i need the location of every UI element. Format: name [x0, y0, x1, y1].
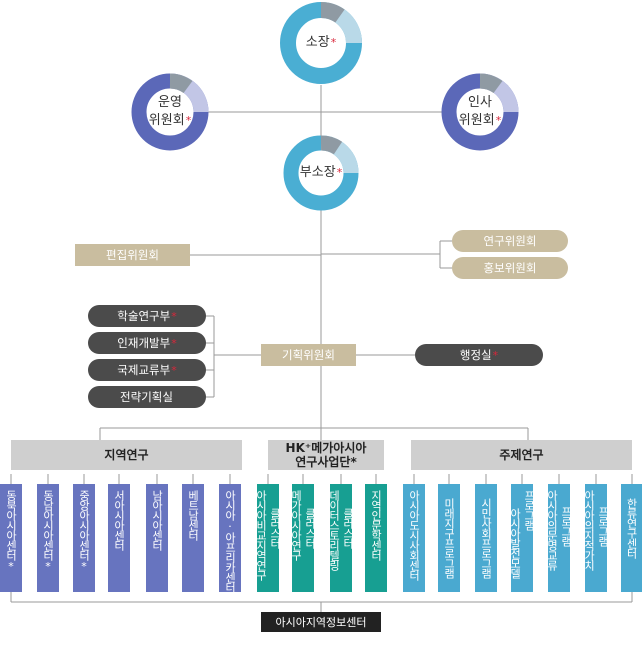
admin-office-label: 행정실: [459, 348, 492, 362]
vice-director-label: 부소장: [299, 165, 336, 180]
planning-committee-label: 기획위원회: [282, 348, 335, 362]
director-ring-chart: [280, 1, 362, 84]
hk-mega-asia-line2: 연구사업단*: [295, 455, 357, 469]
operating-committee-star: *: [185, 114, 192, 127]
pr-committee-box[interactable]: 홍보위원회: [452, 257, 568, 279]
director-star: *: [330, 36, 337, 49]
dept-international-exchange-label: 국제교류부: [117, 363, 171, 377]
dept-strategic-planning[interactable]: 전략기획실: [88, 386, 206, 408]
editorial-committee-label: 편집위원회: [106, 248, 159, 262]
dept-international-exchange[interactable]: 국제교류부*: [88, 359, 206, 381]
regional-center-south-asia[interactable]: 남아시아센터: [146, 484, 168, 592]
asia-regional-info-center-label: 아시아지역정보센터: [275, 616, 367, 629]
operating-committee-node[interactable]: 운영 위원회*: [140, 84, 200, 140]
vice-director-node[interactable]: 부소장*: [291, 145, 351, 201]
thematic-future-earth[interactable]: 미래지구프로그램: [438, 484, 460, 592]
regional-research-label: 지역연구: [104, 448, 149, 462]
dept-talent-development[interactable]: 인재개발부*: [88, 332, 206, 354]
thematic-hallyu-research[interactable]: 한류연구센터: [621, 484, 642, 592]
regional-center-asia-africa[interactable]: 아시아·아프리카센터: [219, 484, 241, 592]
hk-mega-asia-line1: HK⁺메가아시아: [285, 441, 367, 455]
operating-committee-line1: 운영: [158, 95, 182, 110]
asia-regional-info-center[interactable]: 아시아지역정보센터: [261, 612, 381, 632]
director-node[interactable]: 소장*: [288, 12, 354, 74]
hr-committee-line2: 위원회: [458, 113, 495, 128]
hr-committee-star: *: [495, 114, 502, 127]
hk-mega-asia-header[interactable]: HK⁺메가아시아 연구사업단*: [268, 440, 384, 470]
hr-committee-line1: 인사: [468, 95, 492, 110]
editorial-committee-box[interactable]: 편집위원회: [75, 244, 190, 266]
regional-center-southeast-asia[interactable]: 동남아시아센터*: [37, 484, 59, 592]
regional-center-northeast-asia[interactable]: 동북아시아센터*: [0, 484, 22, 592]
director-label: 소장: [305, 35, 330, 50]
dept-academic-research[interactable]: 학술연구부*: [88, 305, 206, 327]
admin-office-box[interactable]: 행정실*: [415, 344, 543, 366]
regional-center-vietnam[interactable]: 베트남센터: [182, 484, 204, 592]
operating-committee-line2: 위원회: [148, 113, 185, 128]
hr-committee-node[interactable]: 인사 위원회*: [450, 84, 510, 140]
hr-committee-ring-chart: [441, 73, 519, 151]
pr-committee-label: 홍보위원회: [483, 261, 537, 275]
research-committee-box[interactable]: 연구위원회: [452, 230, 568, 252]
thematic-asia-urban-society[interactable]: 아시아도시사회센터: [403, 484, 425, 592]
thematic-civil-society[interactable]: 시민사회프로그램: [475, 484, 497, 592]
vice-director-star: *: [336, 166, 343, 179]
hk-unit-regional-humanities[interactable]: 지역인문학센터: [365, 484, 387, 592]
dept-strategic-planning-label: 전략기획실: [120, 390, 173, 404]
regional-center-west-asia[interactable]: 서아시아센터: [108, 484, 130, 592]
thematic-research-label: 주제연구: [499, 448, 544, 462]
vice-director-ring-chart: [283, 135, 359, 211]
thematic-research-header[interactable]: 주제연구: [411, 440, 632, 470]
dept-talent-development-label: 인재개발부: [117, 336, 171, 350]
regional-center-central-asia[interactable]: 중앙아시아센터*: [73, 484, 95, 592]
regional-research-header[interactable]: 지역연구: [11, 440, 242, 470]
operating-committee-ring-chart: [131, 73, 209, 151]
research-committee-label: 연구위원회: [483, 234, 537, 248]
planning-committee-box[interactable]: 기획위원회: [261, 344, 356, 366]
dept-academic-research-label: 학술연구부: [117, 309, 171, 323]
